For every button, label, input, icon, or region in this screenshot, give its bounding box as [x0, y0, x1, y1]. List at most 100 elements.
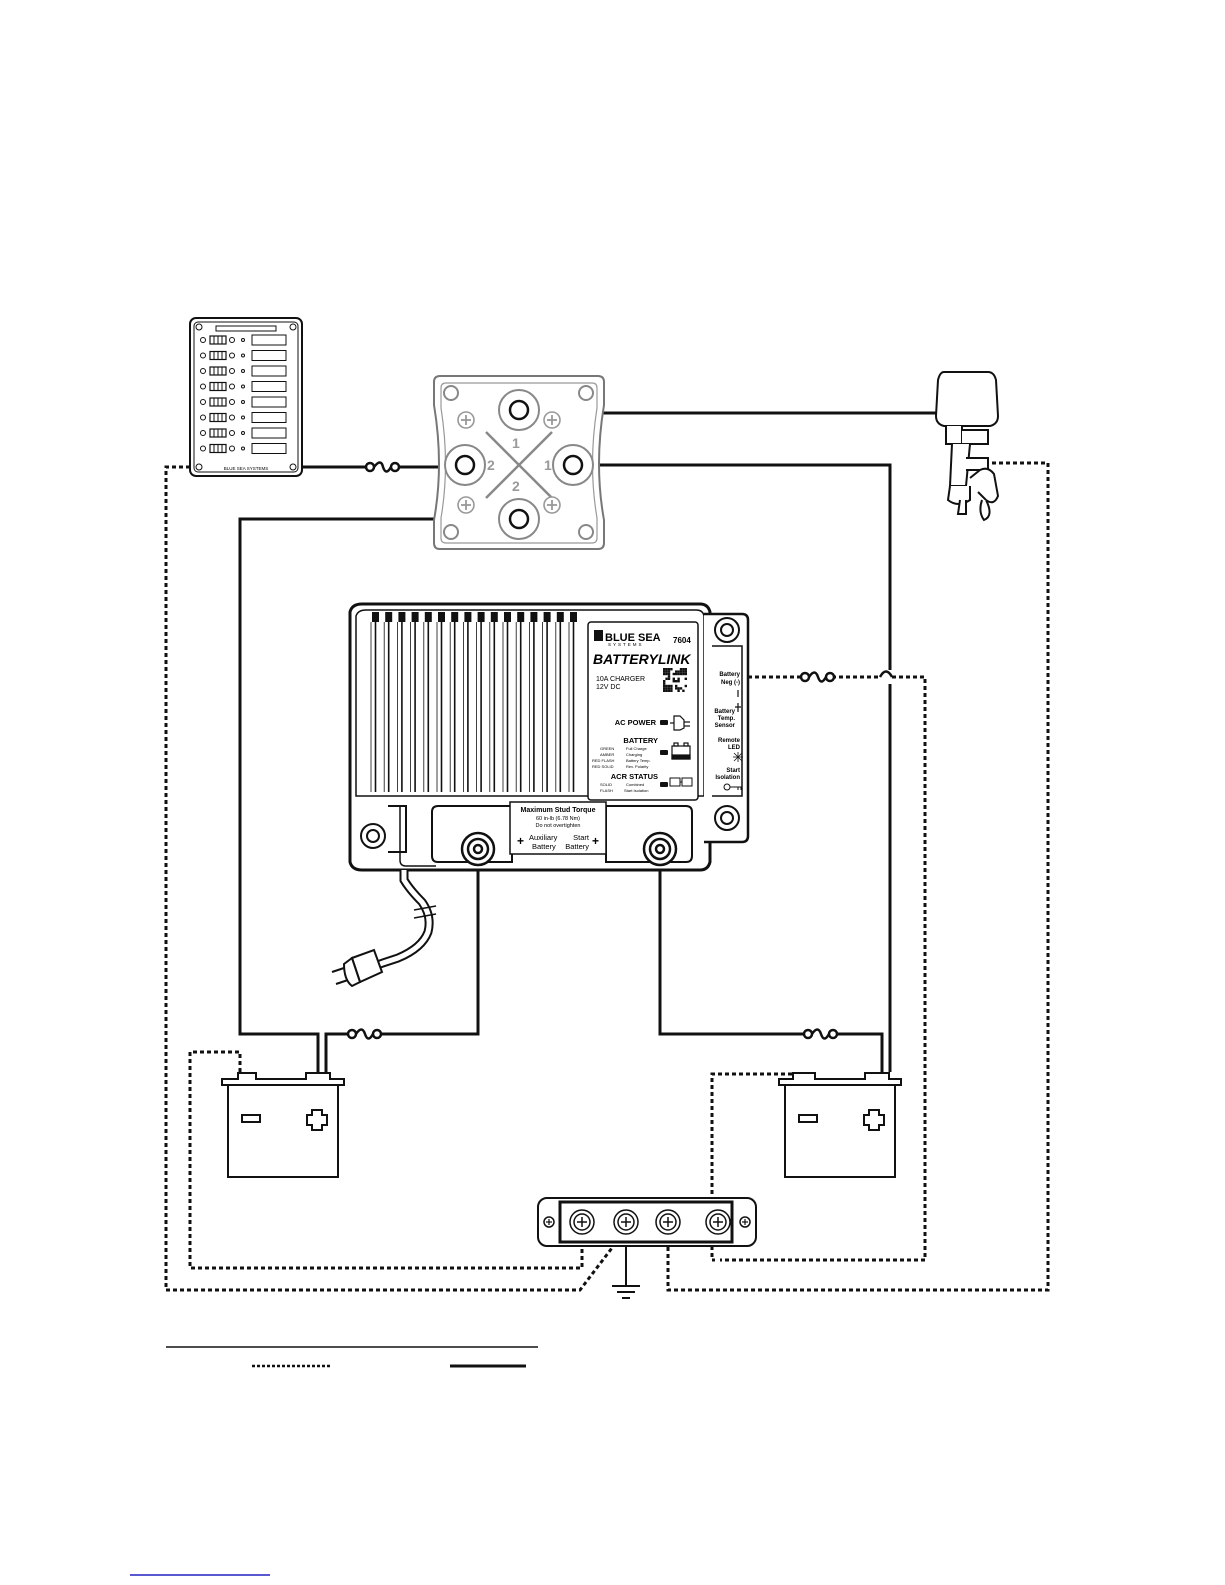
charger-heatsink — [370, 612, 577, 792]
fuse-panel — [364, 461, 401, 473]
remote-led-icon — [733, 752, 743, 762]
heatsink-fin — [489, 612, 498, 792]
panel-breaker-row — [200, 350, 287, 361]
switch-pos-top: 1 — [512, 435, 520, 451]
fuses — [346, 461, 839, 1040]
side-label-led-1: Remote — [718, 738, 741, 744]
key-icon — [723, 783, 742, 791]
side-label-neg-2: Neg (-) — [721, 680, 740, 686]
batterylink-charger: BLUE SEA SYSTEMS 7604 BATTERYLINK 10A CH… — [331, 602, 750, 988]
battery-amber-desc: Charging — [626, 752, 642, 757]
battery-red-solid: RED SOLID — [592, 764, 614, 769]
acr-flash-desc: Start Isolation — [624, 788, 648, 793]
charger-mount-nuts — [360, 617, 740, 849]
panel-breaker-row — [200, 427, 287, 439]
legend — [166, 1346, 538, 1368]
charger-rating-2: 12V DC — [596, 684, 621, 691]
torque-note: Do not overtighten — [536, 823, 581, 829]
distribution-panel: BLUE SEA SYSTEMS — [189, 317, 303, 477]
qr-code — [663, 668, 687, 692]
battery-status-label: BATTERY — [623, 736, 658, 745]
wire-aux-battery-negative — [188, 1050, 584, 1270]
plug-icon — [670, 715, 690, 731]
circuit-label-slot — [251, 412, 287, 423]
circuit-label-slot — [251, 365, 287, 377]
acr-status-led — [660, 782, 668, 787]
positive-wires — [238, 411, 942, 1072]
ground-icon — [612, 1246, 640, 1299]
positive-terminal-icon — [863, 1109, 885, 1131]
switch-pos-left: 2 — [487, 457, 495, 473]
charger-product-name: BATTERYLINK — [593, 651, 691, 667]
ac-cord — [372, 870, 437, 971]
battery-switch: 1 2 1 2 — [433, 375, 605, 550]
heatsink-fin — [436, 612, 445, 792]
switch-terminals — [444, 389, 594, 540]
battery-red-flash: RED FLASH — [592, 758, 615, 763]
aux-battery-label-2: Battery — [532, 842, 556, 851]
acr-status-icon — [669, 777, 693, 787]
heatsink-fin — [515, 612, 525, 792]
circuit-label-slot — [251, 396, 287, 408]
battery-red-flash-desc: Battery Temp. — [626, 758, 651, 763]
side-label-temp-1: Battery — [714, 709, 735, 715]
charger-brand-sub: SYSTEMS — [608, 642, 644, 647]
start-battery-label-1: Start — [573, 833, 590, 842]
heatsink-fin — [383, 612, 393, 792]
circuit-label-slot — [251, 334, 287, 346]
negative-terminal-icon — [241, 1114, 261, 1123]
charger-model: 7604 — [673, 636, 691, 645]
torque-value: 60 in-lb (6.78 Nm) — [536, 816, 580, 822]
panel-breaker-row — [200, 443, 287, 454]
side-label-iso-1: Start — [726, 768, 740, 774]
fuse-aux-battery — [346, 1028, 383, 1040]
circuit-label-slot — [251, 350, 287, 361]
side-label-temp-3: Sensor — [715, 723, 736, 729]
bus-stud — [705, 1209, 731, 1235]
battery-green: GREEN — [600, 746, 614, 751]
circuit-label-slot — [251, 427, 287, 439]
heatsink-fin — [410, 612, 419, 792]
bus-stud — [569, 1209, 595, 1235]
negative-bus-bar — [537, 1197, 757, 1247]
circuit-label-slot — [251, 443, 287, 454]
wire-panel-negative — [164, 465, 620, 1292]
battery-amber: AMBER — [600, 752, 614, 757]
charger-logo: BLUE SEA SYSTEMS 7604 — [594, 630, 691, 647]
side-label-iso-2: Isolation — [715, 775, 740, 781]
start-battery — [778, 1072, 902, 1178]
battery-status-led — [660, 750, 668, 755]
heatsink-fin — [476, 612, 485, 792]
battery-red-solid-desc: Rev. Polarity — [626, 764, 648, 769]
panel-breaker-row — [200, 365, 287, 377]
bus-stud — [613, 1209, 639, 1235]
panel-breaker-row — [200, 334, 287, 346]
negative-terminal-icon — [798, 1114, 818, 1123]
circuit-label-slot — [251, 381, 287, 392]
wire-engine-negative — [666, 461, 1050, 1292]
wire-switch-start — [582, 463, 892, 1072]
bus-stud — [655, 1209, 681, 1235]
start-plus-icon: + — [592, 834, 599, 848]
heatsink-fin — [502, 612, 511, 792]
acr-status-label: ACR STATUS — [611, 772, 658, 781]
wire-charger-aux — [324, 863, 480, 1072]
heatsink-fin — [529, 612, 538, 792]
heatsink-fin — [542, 612, 551, 792]
fuse-start-battery — [802, 1028, 839, 1040]
torque-title: Maximum Stud Torque — [521, 807, 596, 814]
panel-breaker-row — [200, 396, 287, 408]
battery-status-icon — [671, 742, 691, 760]
acr-solid-desc: Combined — [626, 782, 644, 787]
fuse-charger-negative — [799, 671, 836, 683]
panel-breaker-row — [200, 381, 287, 392]
outboard-engine — [934, 371, 1000, 522]
positive-terminal-icon — [306, 1109, 328, 1131]
aux-battery-label-1: Auxiliary — [529, 833, 558, 842]
start-battery-label-2: Battery — [565, 842, 589, 851]
auxiliary-battery — [221, 1072, 345, 1178]
acr-flash: FLASH — [600, 788, 613, 793]
side-connectors — [735, 690, 741, 712]
panel-brand: BLUE SEA SYSTEMS — [224, 466, 269, 471]
